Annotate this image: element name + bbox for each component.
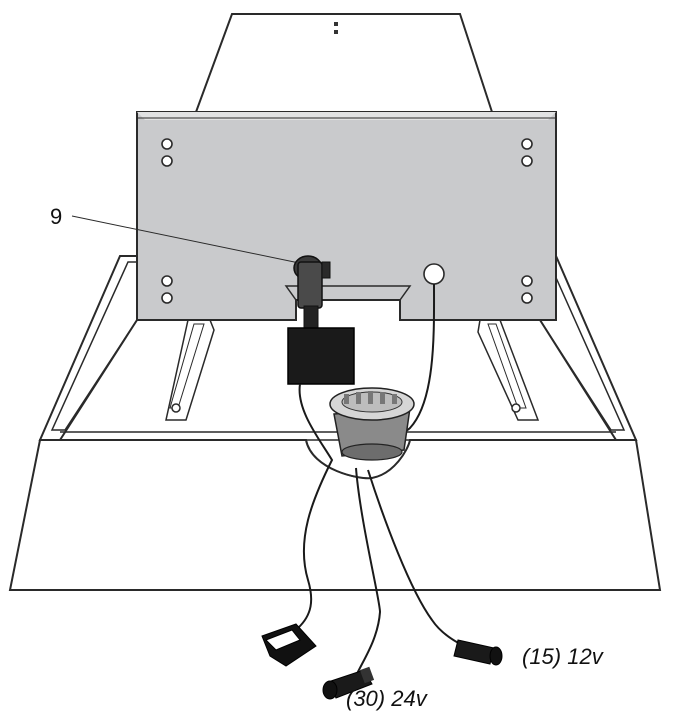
callout-number: 9: [50, 204, 62, 229]
label-12v: (15) 12v: [522, 644, 605, 669]
callout-leader-line: [71, 215, 305, 265]
cable-hole: [423, 263, 445, 285]
plug-24v-connector: [322, 666, 375, 700]
mounting-plate: [136, 111, 557, 321]
label-24v: (30) 24v: [346, 686, 429, 711]
plug-12v-connector: [453, 639, 503, 666]
upright-panel: [194, 13, 494, 113]
flat-plug-connector: [261, 623, 317, 667]
grommet: [329, 387, 415, 461]
mounting-holes: [161, 138, 533, 304]
control-box: [287, 327, 355, 385]
socket-component-9: [293, 255, 331, 331]
base-front-panel: [8, 439, 662, 591]
